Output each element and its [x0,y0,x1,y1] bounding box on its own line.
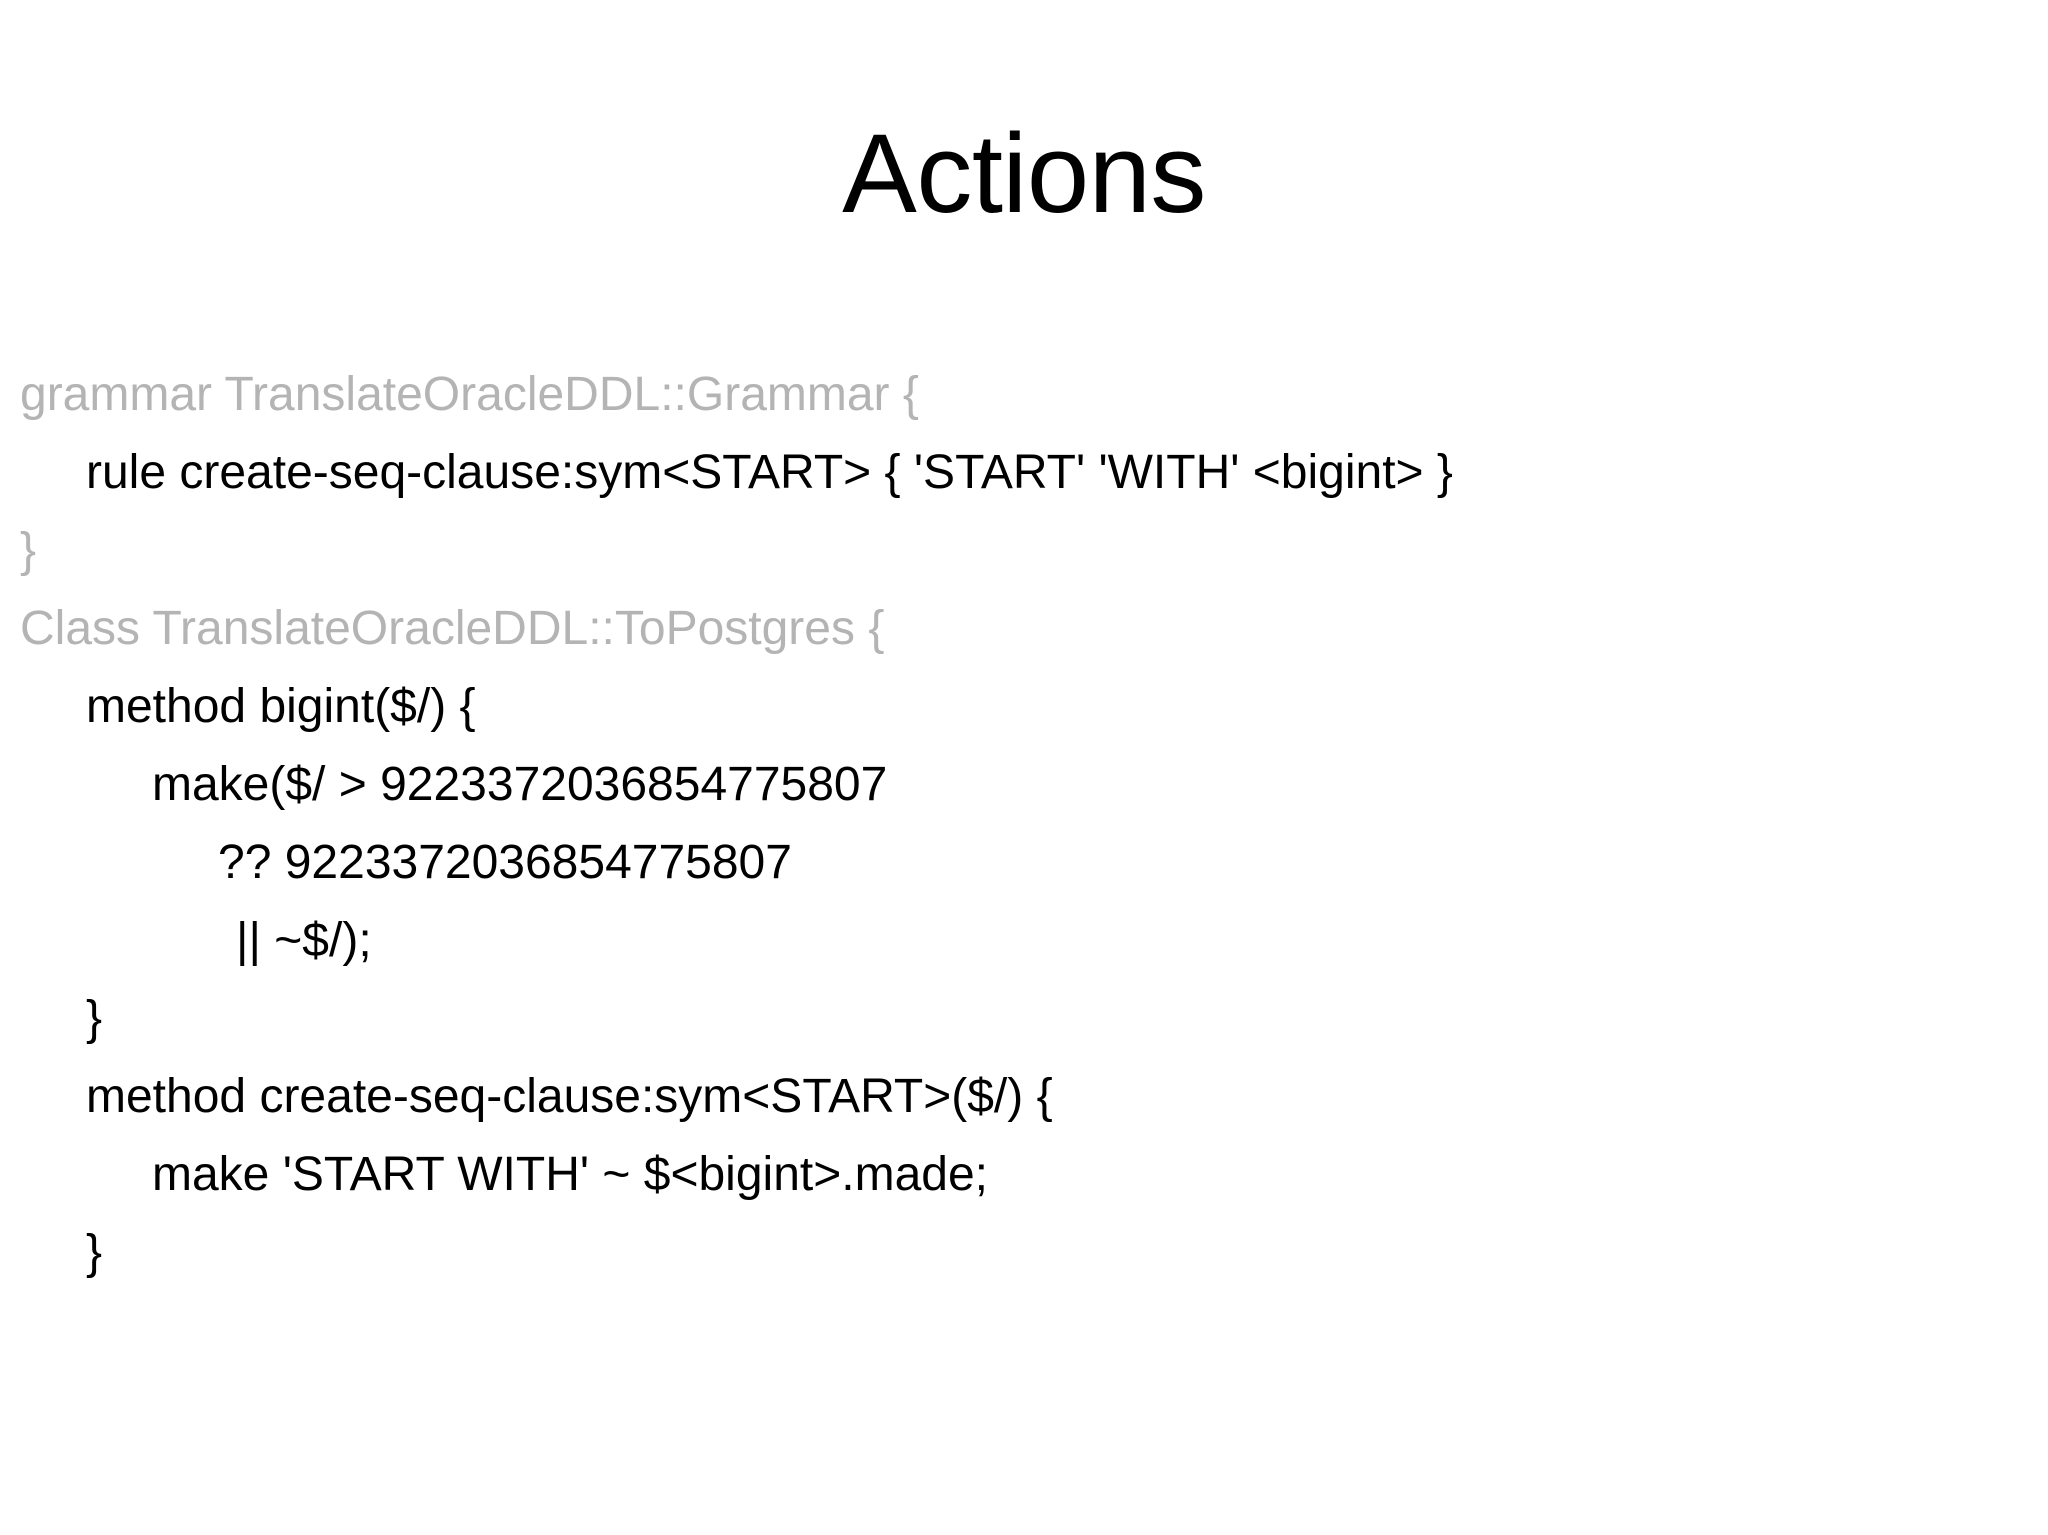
page-title: Actions [842,111,1206,236]
code-line: method bigint($/) { [86,680,476,733]
code-line: Class TranslateOracleDDL::ToPostgres { [20,602,885,655]
code-line: } [86,992,103,1045]
code-line: || ~$/); [236,914,372,967]
code-line: } [20,524,37,577]
code-block: grammar TranslateOracleDDL::Grammar {rul… [0,356,2048,1292]
code-line: } [86,1226,103,1279]
code-line: ?? 9223372036854775807 [218,836,792,889]
code-line: make($/ > 9223372036854775807 [152,758,888,811]
code-line: method create-seq-clause:sym<START>($/) … [86,1070,1053,1123]
code-line: make 'START WITH' ~ $<bigint>.made; [152,1148,988,1201]
code-line: grammar TranslateOracleDDL::Grammar { [20,368,919,421]
code-line: rule create-seq-clause:sym<START> { 'STA… [86,446,1453,499]
